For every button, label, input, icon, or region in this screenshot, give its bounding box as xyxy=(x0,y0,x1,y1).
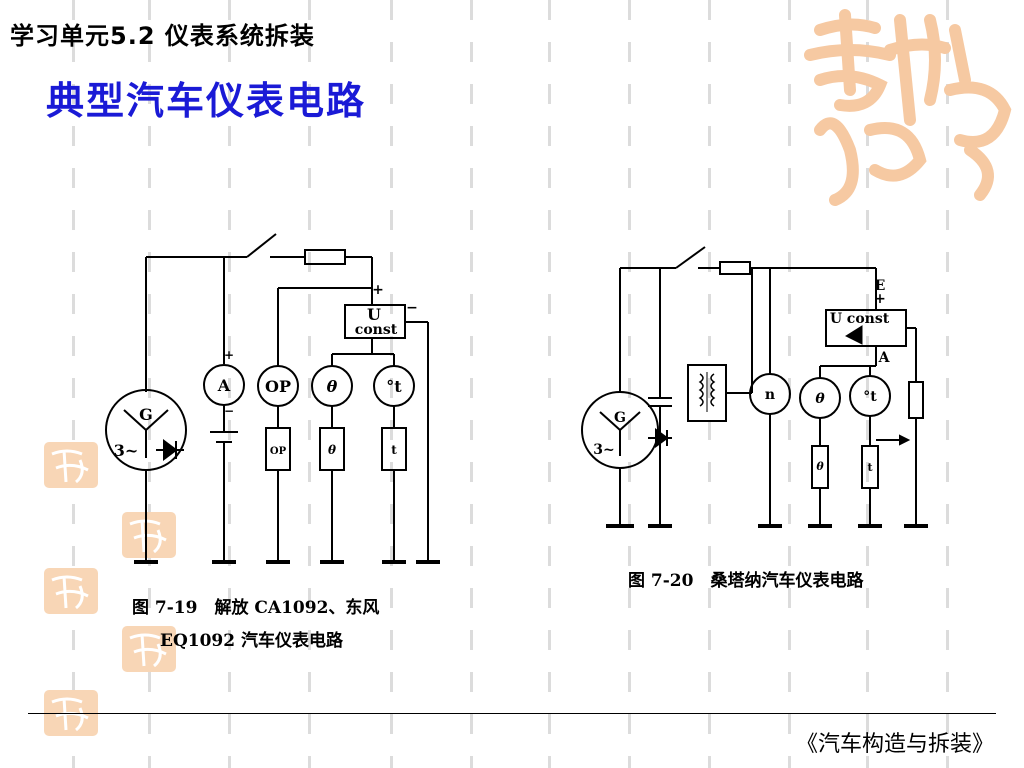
bg-stripe xyxy=(390,0,393,768)
right-e-label: E xyxy=(875,278,886,294)
left-plus-label: + xyxy=(372,282,384,298)
bg-stripe xyxy=(308,0,311,768)
right-fuel-sensor-label: t xyxy=(867,461,873,474)
book-title: 《汽车构造与拆装》 xyxy=(795,732,994,757)
slide-title: 典型汽车仪表电路 xyxy=(46,79,367,123)
seal-decoration-icon xyxy=(122,626,176,672)
left-temp2-sensor-label: t xyxy=(391,443,397,457)
right-temp-gauge-label: θ xyxy=(815,391,825,407)
left-phase-label: 3~ xyxy=(114,441,139,460)
figure-left-caption-line1: 图 7-19 解放 CA1092、东风 xyxy=(132,598,380,618)
bg-stripe xyxy=(548,0,551,768)
bg-stripe xyxy=(788,0,791,768)
bg-stripe xyxy=(628,0,631,768)
bg-stripe xyxy=(708,0,711,768)
right-gen-label: G xyxy=(614,410,626,426)
left-ammeter-label: A xyxy=(217,376,231,395)
figure-left-circuit xyxy=(105,233,440,564)
right-plus-label: + xyxy=(874,291,886,307)
left-temp-gauge-label: θ xyxy=(327,377,338,396)
right-temp-sensor-label: θ xyxy=(816,460,824,473)
left-reg-u-label: U xyxy=(367,305,381,324)
left-temp2-gauge-label: °t xyxy=(386,377,402,396)
seal-decoration-icon xyxy=(44,442,98,488)
figure-right-caption: 图 7-20 桑塔纳汽车仪表电路 xyxy=(628,571,864,591)
right-a-label: A xyxy=(878,350,891,366)
figure-left-caption-line2: EQ1092 汽车仪表电路 xyxy=(160,631,343,651)
left-minus-label: − xyxy=(406,300,418,316)
left-oil-gauge-label: OP xyxy=(265,377,291,396)
right-reg-u-label: U xyxy=(830,311,842,327)
left-ammeter-plus: + xyxy=(224,348,234,362)
left-temp-sensor-label: θ xyxy=(328,443,336,457)
left-gen-label: G xyxy=(139,405,153,424)
bg-stripe xyxy=(470,0,473,768)
bg-stripe xyxy=(228,0,231,768)
bg-stripe xyxy=(946,0,949,768)
right-tach-label: n xyxy=(765,387,775,403)
seal-decoration-icon xyxy=(44,568,98,614)
bg-stripe xyxy=(72,0,75,768)
unit-title: 学习单元5.2 仪表系统拆装 xyxy=(10,22,315,50)
right-fuel-gauge-label: °t xyxy=(863,389,877,405)
bg-stripe xyxy=(866,0,869,768)
calligraphy-decoration-icon xyxy=(804,9,1012,206)
left-reg-const-label: const xyxy=(355,322,398,338)
left-oil-sensor-label: OP xyxy=(270,446,287,457)
left-ammeter-minus: − xyxy=(224,404,234,418)
right-phase-label: 3~ xyxy=(593,442,614,458)
bg-stripe xyxy=(148,0,151,768)
right-reg-const-label: const xyxy=(847,311,890,327)
figure-right-circuit xyxy=(581,246,928,528)
footer-divider xyxy=(28,713,996,714)
